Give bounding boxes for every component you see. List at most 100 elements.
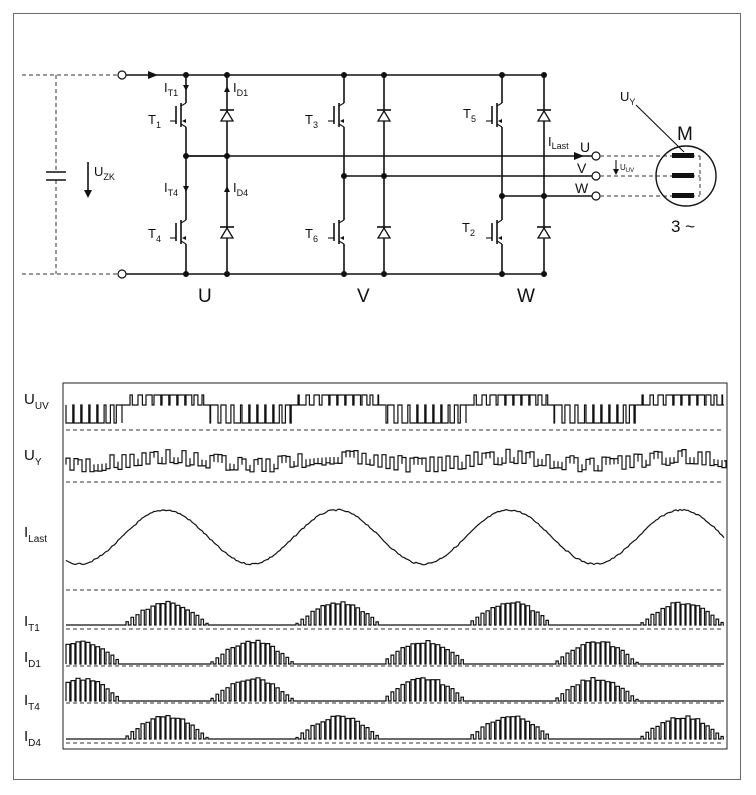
current-label-it4: IT4 [164, 180, 178, 198]
motor-winding-w [672, 193, 694, 198]
bus-current-arrowhead [148, 71, 158, 79]
transistor-source-lead [338, 240, 345, 245]
current-label-id4: ID4 [233, 180, 248, 198]
transistor-gap [181, 220, 191, 244]
leg-label-v: V [357, 286, 370, 307]
waveform-traces [65, 394, 727, 744]
dc-minus-terminal [117, 269, 127, 279]
inverter-circuit: UZK U V W ILast UUV M [22, 70, 717, 307]
it1-arrowhead [183, 85, 189, 91]
diode-triangle [219, 226, 235, 239]
terminal-label-u: U [580, 139, 590, 155]
transistor-drain-lead [338, 102, 345, 107]
junction-dot [381, 72, 387, 78]
transistor-drain-lead [338, 219, 345, 224]
transistor-v-upper-icon [328, 102, 349, 128]
uzk-arrowhead [84, 190, 92, 198]
transistor-w-upper-icon [486, 102, 507, 128]
junction-dot [541, 271, 547, 277]
transistor-source-lead [496, 240, 503, 245]
terminal-label-v: V [577, 160, 587, 176]
leg-label-u: U [198, 286, 212, 307]
waveform-label-id4: ID4 [24, 728, 41, 749]
diode-u-lower-icon [219, 226, 235, 239]
motor-winding-v [672, 173, 694, 178]
junction-dot [381, 271, 387, 277]
current-label-it1: IT1 [164, 80, 178, 98]
waveform-ilast-trace [65, 508, 725, 566]
junction-dot [541, 72, 547, 78]
transistor-label-t3: T3 [305, 112, 318, 130]
transistor-drain-lead [180, 102, 187, 107]
transistor-gap [497, 220, 507, 244]
waveform-label-it4: IT4 [24, 692, 40, 713]
transistor-arrow [182, 119, 186, 123]
junction-dot [341, 72, 347, 78]
junction-dot [499, 72, 505, 78]
uy-pointer [635, 104, 685, 153]
id1-arrowhead [224, 86, 230, 92]
transistor-arrow [340, 119, 344, 123]
junction-dot [224, 271, 230, 277]
transistor-label-t2: T2 [462, 220, 475, 238]
waveform-label-id1: ID1 [24, 649, 41, 670]
uy-label: UY [620, 89, 635, 107]
transistor-gap [339, 103, 349, 127]
transistor-label-t6: T6 [305, 226, 318, 244]
transistor-gap [181, 103, 191, 127]
inverter-legs [170, 72, 552, 277]
transistor-label-t4: T4 [148, 226, 161, 244]
transistor-u-lower-icon [170, 219, 191, 245]
diode-triangle [219, 109, 235, 122]
waveform-label-ilast: ILast [24, 524, 47, 545]
waveform-label-uuv: UUV [24, 391, 49, 412]
junction-dot [499, 271, 505, 277]
uuv-arrowhead [613, 169, 619, 175]
junction-dot [224, 72, 230, 78]
terminal-w [591, 191, 601, 201]
uuv-label: UUV [620, 163, 634, 174]
figure-frame [13, 13, 741, 780]
diode-u-upper-icon [219, 109, 235, 122]
it4-arrowhead [183, 186, 189, 192]
ilast-arrowhead [574, 152, 584, 160]
terminal-label-w: W [575, 180, 589, 196]
junction-dot [341, 271, 347, 277]
transistor-arrow [182, 236, 186, 240]
waveform-id1-trace [65, 639, 724, 665]
waveform-it1-trace [66, 600, 724, 626]
transistor-source-lead [496, 123, 503, 128]
waveform-uuv-trace [65, 394, 724, 424]
motor-circle [655, 145, 717, 207]
transistor-label-t5: T5 [463, 106, 476, 124]
junction-dot [183, 271, 189, 277]
terminal-v [591, 171, 601, 181]
transistor-v-lower-icon [328, 219, 349, 245]
uzk-label: UZK [94, 164, 115, 182]
diode-v-lower-icon [376, 226, 392, 239]
junction-dot [183, 72, 189, 78]
diode-w-upper-icon [536, 109, 552, 122]
transistor-arrow [340, 236, 344, 240]
waveform-label-uy: UY [24, 447, 42, 468]
waveform-label-it1: IT1 [24, 613, 40, 634]
transistor-label-t1: T1 [148, 112, 161, 130]
leg-label-w: W [517, 286, 535, 307]
waveform-labels: UUV UY ILast IT1 ID1 IT4 ID4 [24, 391, 49, 749]
motor-phase-type: 3 ~ [671, 217, 695, 236]
transistor-drain-lead [496, 219, 503, 224]
transistor-arrow [498, 236, 502, 240]
waveform-it4-trace [65, 677, 724, 702]
current-label-id1: ID1 [233, 80, 248, 98]
transistor-source-lead [180, 240, 187, 245]
waveform-id4-trace [66, 715, 724, 740]
transistor-source-lead [180, 123, 187, 128]
transistor-w-lower-icon [486, 219, 507, 245]
diode-w-lower-icon [536, 226, 552, 239]
dc-plus-terminal [117, 70, 127, 80]
diode-triangle [376, 109, 392, 122]
diode-v-upper-icon [376, 109, 392, 122]
transistor-drain-lead [496, 102, 503, 107]
waveform-uy-trace [65, 448, 727, 473]
